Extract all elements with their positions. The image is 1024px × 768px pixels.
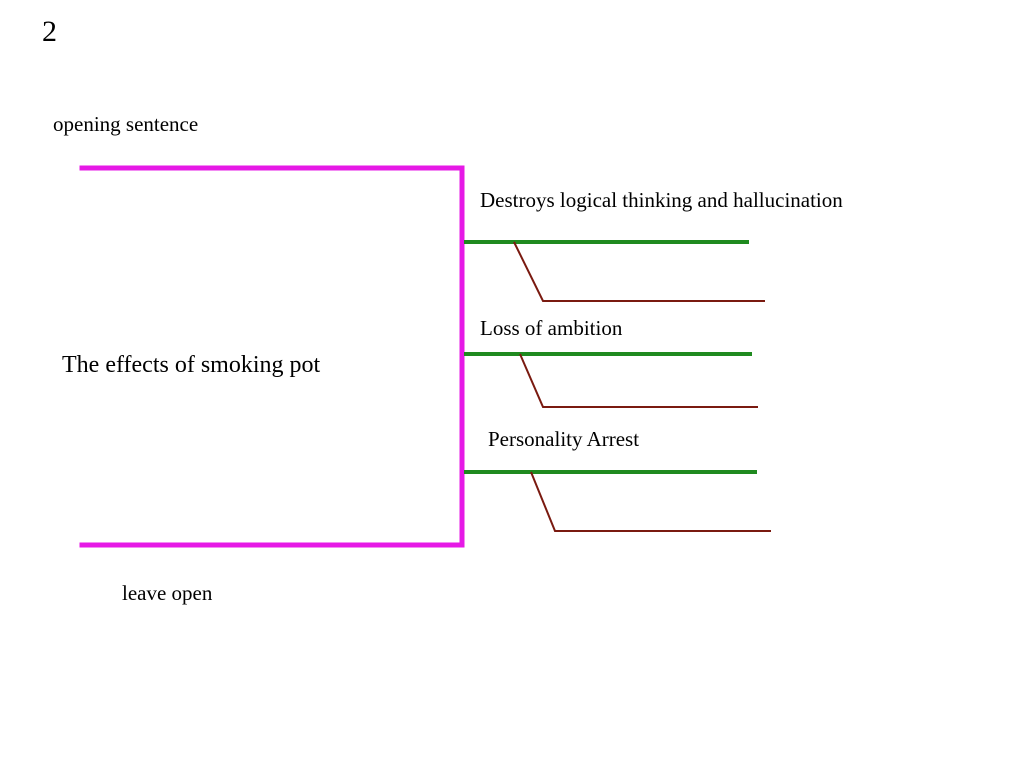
branch-3-label: Personality Arrest xyxy=(488,427,640,451)
topic-label: The effects of smoking pot xyxy=(62,352,321,378)
branch-1-label: Destroys logical thinking and hallucinat… xyxy=(480,188,843,212)
branch-3-detail-line xyxy=(530,471,771,532)
opening-sentence-label: opening sentence xyxy=(53,112,199,136)
topic-frame xyxy=(79,165,465,548)
branch-2-detail-line xyxy=(519,353,758,408)
branch-1 xyxy=(464,240,765,302)
branch-2-label: Loss of ambition xyxy=(480,316,623,340)
leave-open-label: leave open xyxy=(122,581,213,605)
branch-3 xyxy=(464,470,771,532)
branch-1-detail-line xyxy=(513,241,765,302)
branch-2 xyxy=(464,352,758,408)
slide-number: 2 xyxy=(42,15,57,48)
